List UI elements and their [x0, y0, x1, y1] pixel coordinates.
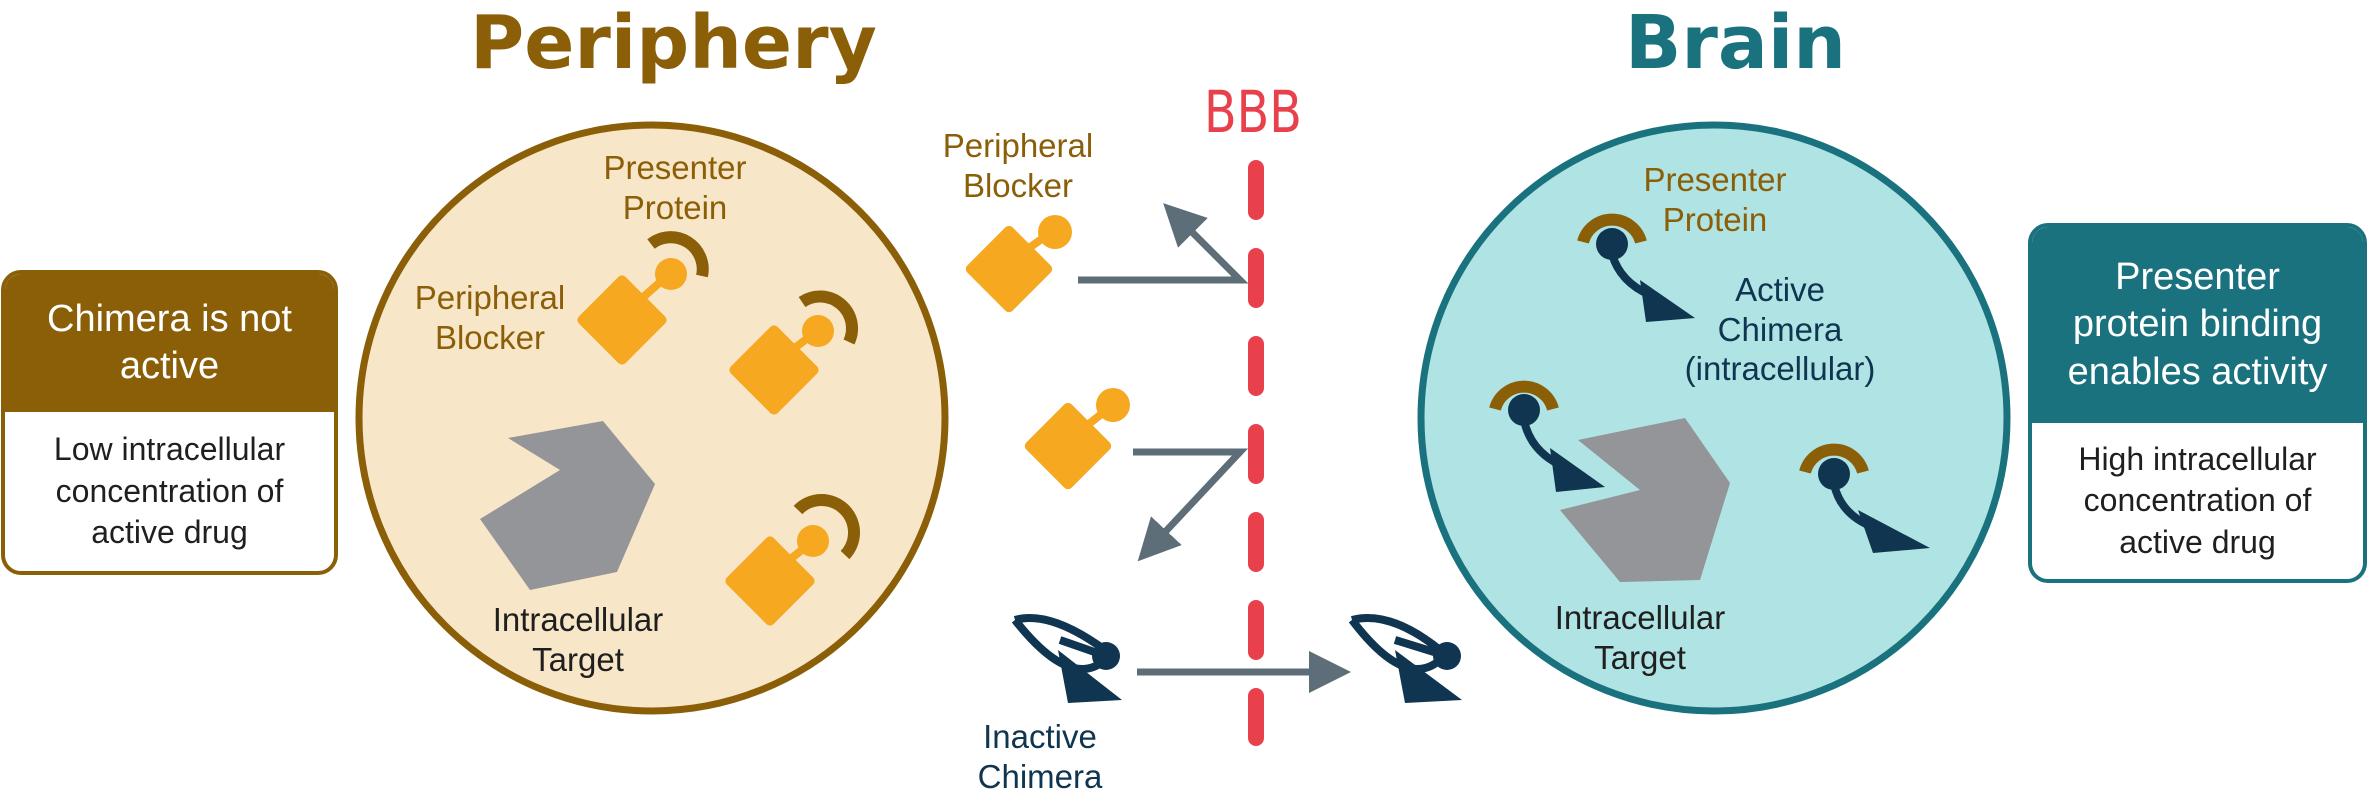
right-info-header: Presenter protein binding enables activi…: [2032, 227, 2363, 423]
middle-inactive-chimera: [1011, 614, 1122, 703]
brain-target-label: Intracellular Target: [1554, 599, 1726, 676]
middle-chimera-label: Inactive Chimera: [977, 718, 1103, 795]
brain-cell: [1417, 121, 2011, 715]
right-info-body: High intracellular concentration of acti…: [2078, 440, 2317, 560]
periphery-blocker-complex-2: [729, 290, 858, 415]
periphery-target-label: Intracellular Target: [492, 601, 664, 678]
brain-heading: Brain: [1625, 0, 1846, 86]
brain-chimera-label: Active Chimera (intracellular): [1684, 271, 1876, 388]
periphery-heading: Periphery: [470, 0, 877, 86]
periphery-blocker-label: Peripheral Blocker: [414, 279, 566, 356]
brain-active-chimera-3: [1799, 443, 1930, 553]
left-info-header: Chimera is not active: [5, 274, 334, 412]
periphery-presenter-label: Presenter Protein: [603, 149, 747, 226]
crossed-inactive-chimera: [1348, 614, 1462, 703]
middle-blocker-2: [1024, 388, 1130, 490]
brain-active-chimera-1: [1577, 213, 1695, 322]
brain-active-chimera-2: [1489, 380, 1605, 492]
periphery-target-pacman: [480, 421, 655, 590]
bbb-label: BBB: [1204, 78, 1302, 146]
middle-blocker-label: Peripheral Blocker: [942, 127, 1094, 204]
periphery-blocker-complex-3: [725, 494, 860, 626]
periphery-blocker-complex-1: [577, 231, 709, 365]
middle-blocker-1: [965, 215, 1072, 313]
blocker-reflect-arrow-2: [1133, 448, 1249, 562]
left-info-body: Low intracellular concentration of activ…: [53, 431, 286, 551]
right-info-box: Presenter protein binding enables activi…: [2028, 223, 2367, 583]
brain-presenter-label: Presenter Protein: [1643, 161, 1787, 238]
brain-target: [1560, 418, 1730, 582]
blocker-reflect-arrow-1: [1078, 203, 1249, 284]
left-info-box: Chimera is not active Low intracellular …: [1, 270, 338, 575]
